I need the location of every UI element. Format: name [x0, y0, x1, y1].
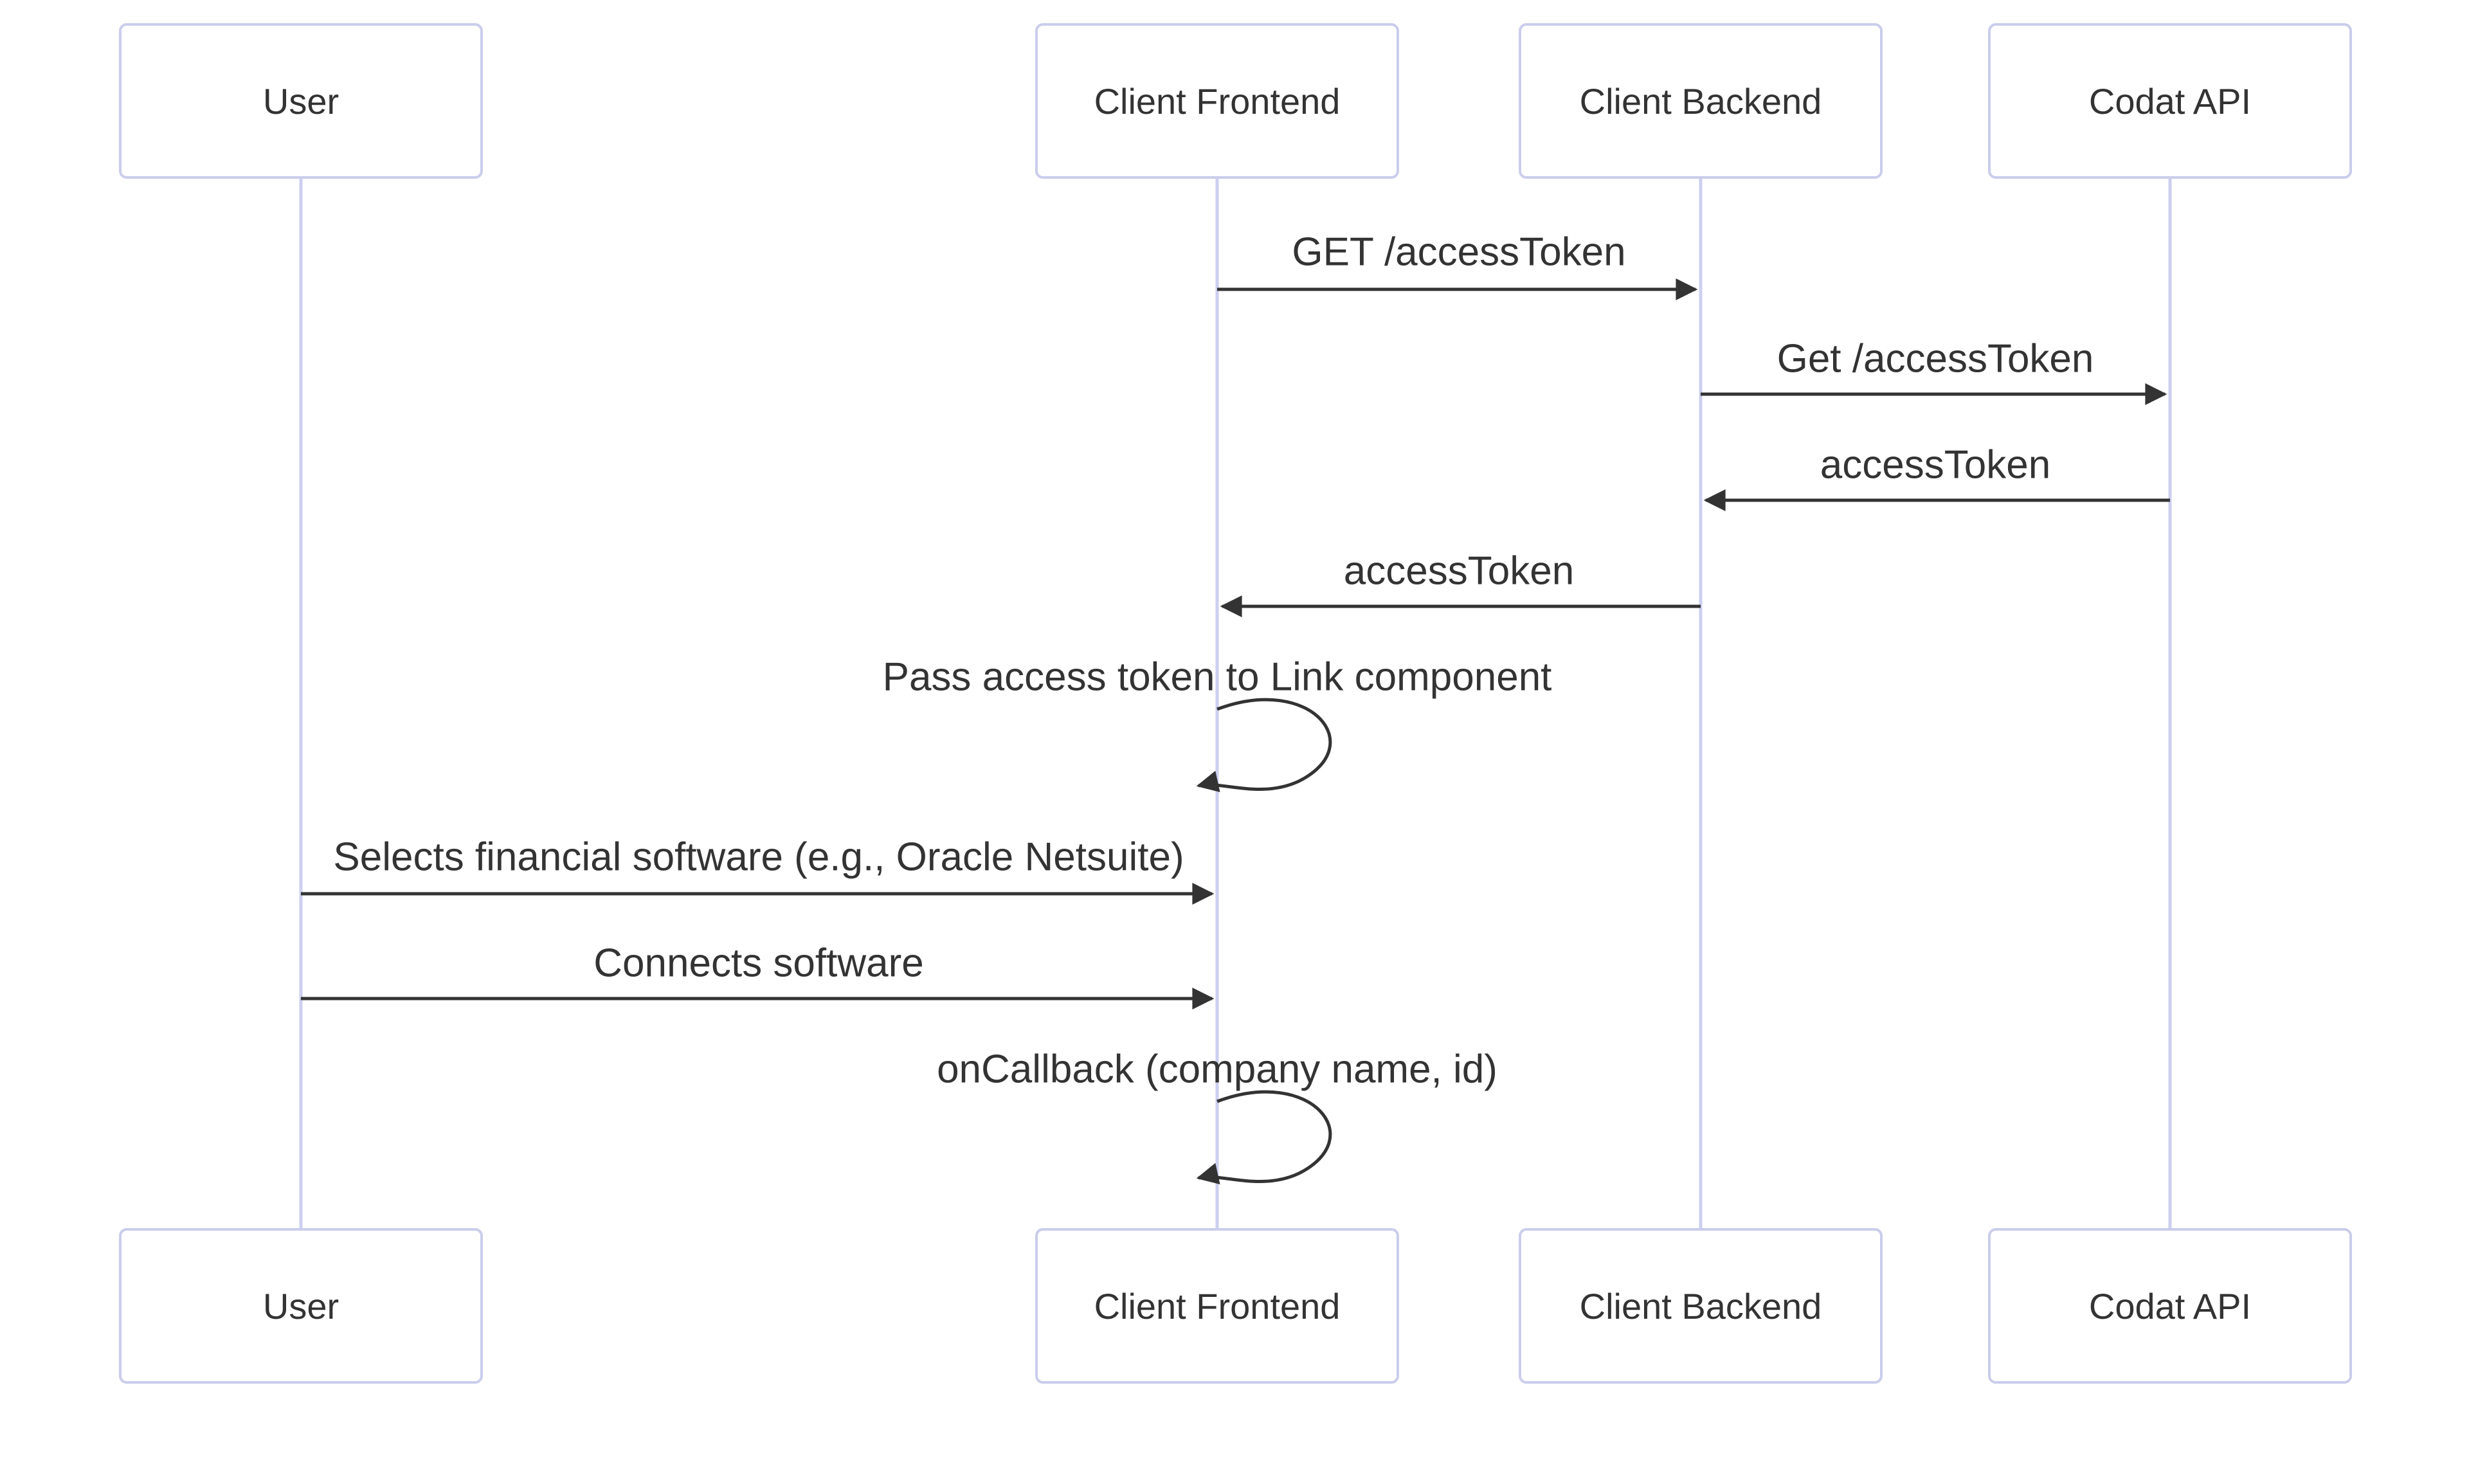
- self-loop-arrow-8: [1196, 1090, 1332, 1184]
- actor-box-client-frontend-top: Client Frontend: [1035, 23, 1399, 179]
- message-label-8: onCallback (company name, id): [937, 1047, 1497, 1092]
- actor-box-client-backend-top: Client Backend: [1519, 23, 1883, 179]
- actor-box-client-backend-bottom: Client Backend: [1519, 1228, 1883, 1384]
- message-label-4: accessToken: [1343, 548, 1575, 593]
- actor-label-client-frontend: Client Frontend: [1094, 1285, 1341, 1326]
- actor-label-client-backend: Client Backend: [1579, 80, 1822, 122]
- actor-label-client-backend: Client Backend: [1579, 1285, 1822, 1326]
- message-label-1: GET /accessToken: [1292, 230, 1626, 275]
- actor-box-codat-api-top: Codat API: [1988, 23, 2352, 179]
- actor-label-user: User: [262, 80, 339, 122]
- actor-box-codat-api-bottom: Codat API: [1988, 1228, 2352, 1384]
- actor-label-codat-api: Codat API: [2088, 80, 2252, 122]
- message-label-2: Get /accessToken: [1777, 336, 2094, 381]
- actor-label-user: User: [262, 1285, 339, 1326]
- message-label-5: Pass access token to Link component: [882, 655, 1552, 700]
- message-label-7: Connects software: [593, 941, 924, 986]
- actor-box-user-top: User: [119, 23, 483, 179]
- self-loop-arrow-5: [1196, 698, 1332, 792]
- message-label-6: Selects financial software (e.g., Oracle…: [333, 835, 1184, 880]
- actor-box-client-frontend-bottom: Client Frontend: [1035, 1228, 1399, 1384]
- actor-box-user-bottom: User: [119, 1228, 483, 1384]
- actor-label-codat-api: Codat API: [2088, 1285, 2252, 1326]
- message-label-3: accessToken: [1820, 442, 2051, 487]
- actor-label-client-frontend: Client Frontend: [1094, 80, 1341, 122]
